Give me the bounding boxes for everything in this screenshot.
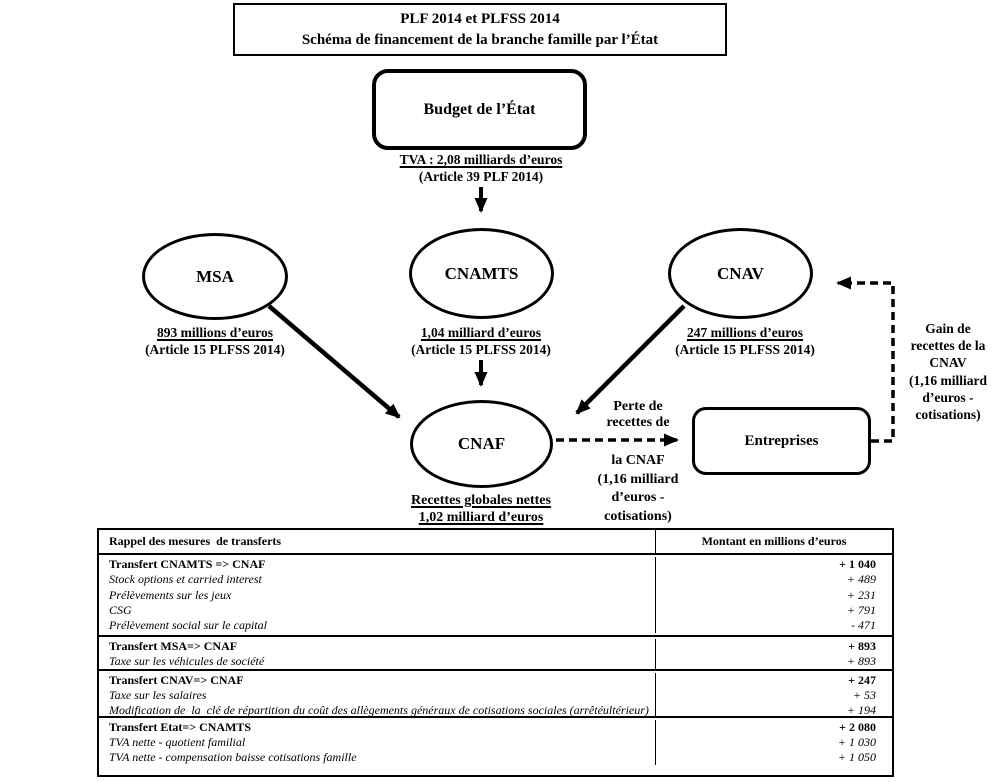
- cnamts-article: (Article 15 PLFSS 2014): [411, 341, 551, 357]
- table-row: Stock options et carried interest + 489: [99, 572, 892, 588]
- table-row: TVA nette - compensation baisse cotisati…: [99, 750, 892, 765]
- table-section-etat-cnamts: Transfert Etat=> CNAMTS + 2 080 TVA nett…: [99, 716, 892, 767]
- node-msa-label: MSA: [196, 266, 234, 286]
- table-row: Modification de la clé de répartition du…: [99, 703, 892, 718]
- label-cnamts-transfer: 1,04 milliard d’euros (Article 15 PLFSS …: [361, 325, 601, 358]
- table-row: Taxe sur les véhicules de société + 893: [99, 654, 892, 669]
- title-line-1: PLF 2014 et PLFSS 2014: [400, 10, 560, 27]
- title-box: PLF 2014 et PLFSS 2014 Schéma de finance…: [233, 3, 727, 56]
- table-section-cnav-cnaf: Transfert CNAV=> CNAF + 247 Taxe sur les…: [99, 669, 892, 718]
- table-row: Transfert Etat=> CNAMTS + 2 080: [99, 720, 892, 735]
- label-perte-recettes-top: Perte de recettes de: [606, 399, 670, 430]
- tva-article: (Article 39 PLF 2014): [418, 168, 544, 184]
- node-entreprises-label: Entreprises: [744, 432, 819, 449]
- title-line-2: Schéma de financement de la branche fami…: [301, 31, 659, 48]
- table-header: Rappel des mesures de transferts Montant…: [99, 530, 892, 555]
- label-tva-transfer: TVA : 2,08 milliards d’euros (Article 39…: [351, 152, 611, 185]
- label-msa-transfer: 893 millions d’euros (Article 15 PLFSS 2…: [95, 325, 335, 358]
- table-row: TVA nette - quotient familial + 1 030: [99, 735, 892, 750]
- cnav-amount: 247 millions d’euros: [686, 325, 803, 340]
- node-cnamts: CNAMTS: [409, 228, 554, 319]
- label-gain-recettes-cnav: Gain de recettes de la CNAV (1,16 millia…: [909, 321, 987, 423]
- node-cnamts-label: CNAMTS: [444, 263, 519, 283]
- cnamts-amount: 1,04 milliard d’euros: [420, 325, 542, 340]
- table-section-cnamts-cnaf: Transfert CNAMTS => CNAF + 1 040 Stock o…: [99, 555, 892, 635]
- node-budget-label: Budget de l’État: [423, 100, 536, 118]
- node-cnaf-label: CNAF: [457, 434, 506, 453]
- table-header-measures: Rappel des mesures de transferts: [99, 530, 656, 553]
- table-section-msa-cnaf: Transfert MSA=> CNAF + 893 Taxe sur les …: [99, 635, 892, 669]
- table-row: Transfert MSA=> CNAF + 893: [99, 639, 892, 654]
- msa-article: (Article 15 PLFSS 2014): [145, 341, 285, 357]
- table-row: Prélèvement social sur le capital - 471: [99, 617, 892, 634]
- table-header-amount: Montant en millions d’euros: [701, 534, 847, 548]
- cnav-article: (Article 15 PLFSS 2014): [675, 341, 815, 357]
- table-row: Prélèvements sur les jeux + 231: [99, 587, 892, 603]
- node-entreprises: Entreprises: [692, 407, 871, 475]
- node-cnav-label: CNAV: [717, 263, 764, 283]
- msa-amount: 893 millions d’euros: [156, 325, 273, 340]
- arrow-msa-to-cnaf: [267, 304, 401, 419]
- label-cnaf-net-revenue: Recettes globales nettes 1,02 milliard d…: [361, 492, 601, 526]
- tva-amount: TVA : 2,08 milliards d’euros: [399, 152, 563, 167]
- table-row: Taxe sur les salaires + 53: [99, 688, 892, 703]
- arrow-cnav-to-cnaf: [575, 304, 686, 415]
- cnaf-amount: 1,02 milliard d’euros: [418, 510, 544, 525]
- table-row: Transfert CNAMTS => CNAF + 1 040: [99, 557, 892, 573]
- node-msa: MSA: [142, 233, 288, 320]
- transfers-table: Rappel des mesures de transferts Montant…: [97, 528, 894, 777]
- label-cnav-transfer: 247 millions d’euros (Article 15 PLFSS 2…: [625, 325, 865, 358]
- node-cnaf: CNAF: [410, 400, 553, 488]
- node-budget: Budget de l’État: [372, 69, 587, 150]
- label-perte-recettes-bottom: la CNAF (1,16 milliard d’euros - cotisat…: [597, 453, 679, 524]
- table-row: CSG + 791: [99, 602, 892, 618]
- node-cnav: CNAV: [668, 228, 813, 319]
- table-row: Transfert CNAV=> CNAF + 247: [99, 673, 892, 688]
- cnaf-amount-title: Recettes globales nettes: [411, 493, 551, 508]
